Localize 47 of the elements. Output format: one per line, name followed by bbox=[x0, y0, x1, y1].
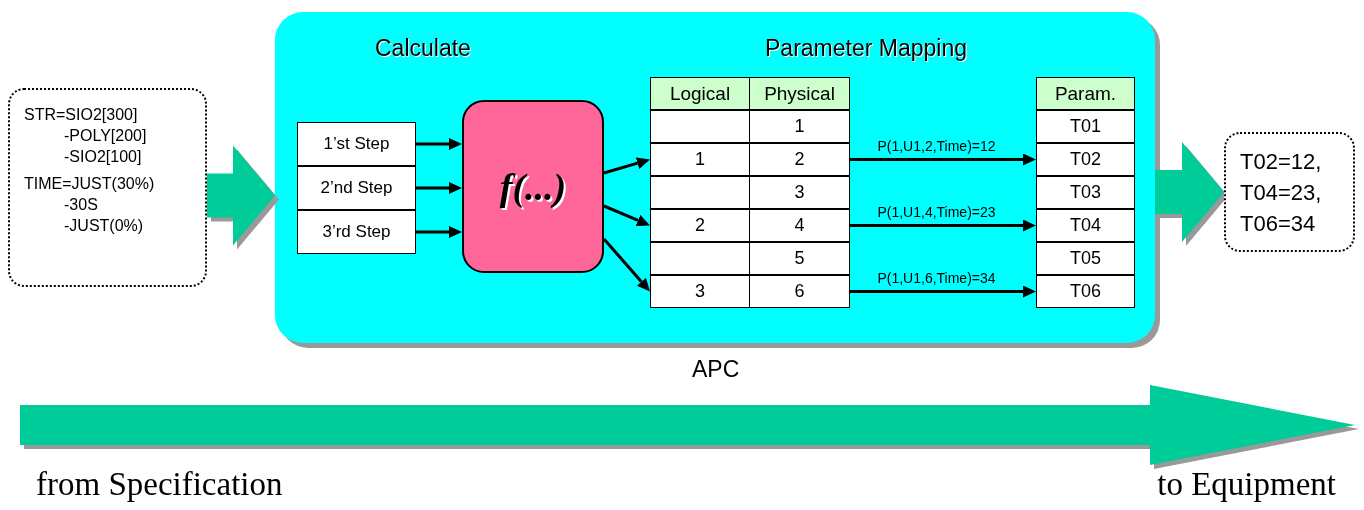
arrow bbox=[850, 153, 1036, 166]
spec-line: -JUST(0%) bbox=[64, 216, 144, 236]
table-cell: 2’nd Step bbox=[297, 166, 416, 210]
arrow bbox=[416, 182, 462, 194]
table-cell: T02 bbox=[1036, 143, 1135, 176]
section-heading: Parameter Mapping bbox=[765, 35, 967, 62]
spec-line: -30S bbox=[64, 195, 98, 215]
arrow bbox=[850, 285, 1036, 298]
function-box: f(...) bbox=[462, 100, 604, 273]
table-header: Physical bbox=[749, 77, 850, 110]
table-cell: T01 bbox=[1036, 110, 1135, 143]
table-cell: 4 bbox=[749, 209, 850, 242]
arrow bbox=[850, 219, 1036, 232]
arrow bbox=[416, 138, 462, 150]
spec-line: -SIO2[100] bbox=[64, 147, 142, 167]
spec-line: -POLY[200] bbox=[64, 126, 147, 146]
table-cell: 6 bbox=[749, 275, 850, 308]
table-cell: 1 bbox=[650, 143, 750, 176]
dotted-note-box bbox=[1224, 132, 1355, 252]
arrow bbox=[603, 157, 650, 175]
table-cell: 3’rd Step bbox=[297, 210, 416, 254]
spec-line: STR=SIO2[300] bbox=[24, 105, 138, 125]
table-cell: 5 bbox=[749, 242, 850, 275]
table-cell: 3 bbox=[650, 275, 750, 308]
block-arrow bbox=[207, 145, 275, 246]
table-header: Param. bbox=[1036, 77, 1135, 110]
table-cell: 3 bbox=[749, 176, 850, 209]
dotted-note-box bbox=[8, 88, 207, 287]
table-cell: T05 bbox=[1036, 242, 1135, 275]
arrow bbox=[603, 204, 650, 226]
panel-caption: APC bbox=[692, 356, 740, 383]
flow-label: from Specification bbox=[36, 466, 283, 503]
section-heading: Calculate bbox=[375, 35, 471, 62]
table-cell: T03 bbox=[1036, 176, 1135, 209]
flow-label: to Equipment bbox=[1157, 466, 1336, 503]
block-arrow bbox=[1155, 142, 1224, 242]
table-cell: T06 bbox=[1036, 275, 1135, 308]
spec-line: TIME=JUST(30%) bbox=[24, 174, 155, 194]
arrow bbox=[416, 226, 462, 238]
table-cell: 2 bbox=[650, 209, 750, 242]
table-cell: 1 bbox=[749, 110, 850, 143]
result-text: T02=12, T04=23, T06=34 bbox=[1240, 148, 1323, 238]
arrow bbox=[602, 238, 650, 292]
table-cell: T04 bbox=[1036, 209, 1135, 242]
table-header: Logical bbox=[650, 77, 750, 110]
table-cell: 1’st Step bbox=[297, 122, 416, 166]
table-cell: 2 bbox=[749, 143, 850, 176]
